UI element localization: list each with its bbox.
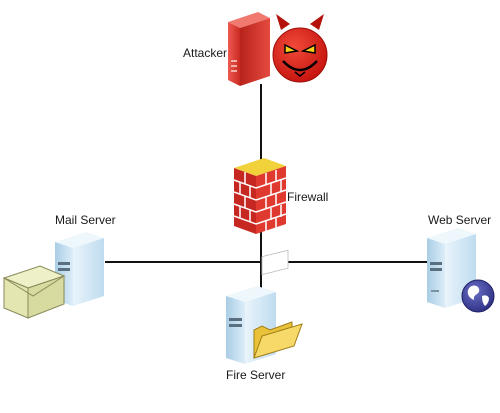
attacker-label: Attacker [183, 46, 228, 60]
globe-icon [461, 279, 495, 313]
mail-server-label: Mail Server [55, 213, 116, 227]
attacker-server-icon [228, 12, 270, 86]
devil-face-icon [272, 14, 328, 83]
folder-icon [253, 249, 303, 359]
envelope-icon [2, 265, 66, 319]
brick-wall-icon [233, 158, 287, 234]
file-server-label: Fire Server [226, 368, 286, 382]
web-server-label: Web Server [428, 213, 492, 227]
firewall-label: Firewall [287, 190, 329, 204]
